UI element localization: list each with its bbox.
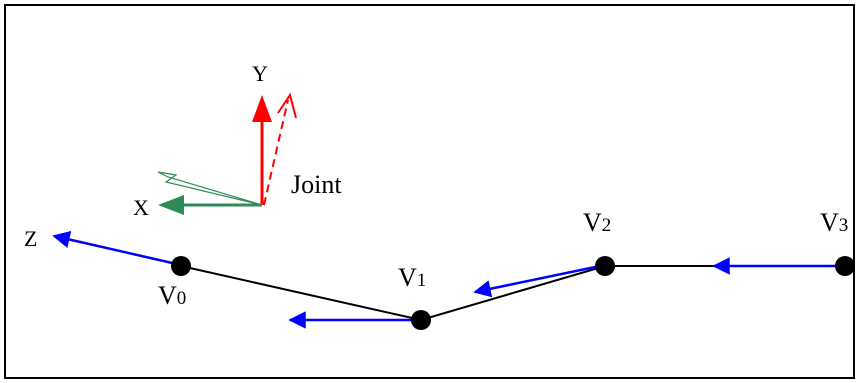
z-axis-label: Z (24, 226, 37, 251)
vertex-v2-dot (595, 256, 615, 276)
y-axis-dashed-arrow (263, 99, 289, 206)
vertex-v1-dot (411, 310, 431, 330)
vertex-v1-label: V1 (398, 263, 426, 292)
z-axis-arrow (52, 230, 182, 267)
joint-label: Joint (291, 170, 342, 199)
y-axis-label: Y (252, 61, 268, 86)
x-axis-arrow (157, 171, 263, 215)
vertex-v0-label: V0 (158, 281, 186, 310)
vertex-v3-dot (835, 256, 855, 276)
v2-direction-arrow (473, 264, 601, 298)
x-axis-outline-arrow (157, 171, 263, 206)
y-axis-arrow (252, 92, 297, 206)
vertex-v2-label: V2 (583, 208, 611, 237)
x-axis-label: X (133, 195, 149, 220)
diagram-frame (4, 4, 855, 379)
skeleton-line (180, 265, 845, 322)
vertex-v0-dot (171, 256, 191, 276)
vertex-v3-label: V3 (820, 208, 848, 237)
